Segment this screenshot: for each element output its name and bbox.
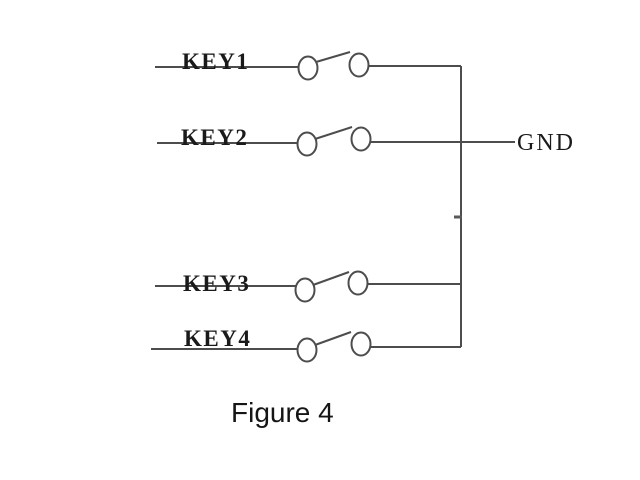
key1-row xyxy=(155,51,461,81)
key3-label: KEY3 xyxy=(183,271,251,296)
key4-label: KEY4 xyxy=(184,326,252,351)
key1-switch-contact-right xyxy=(348,52,370,78)
key1-switch xyxy=(297,51,370,81)
key4-switch-contact-left xyxy=(296,337,318,363)
key1-switch-contact-left xyxy=(297,55,319,81)
key1-label: KEY1 xyxy=(182,49,250,74)
key2-switch-contact-right xyxy=(350,126,372,152)
key4-row xyxy=(151,331,461,363)
key2-switch-lever xyxy=(314,126,353,140)
gnd-label: GND xyxy=(517,130,575,156)
key3-switch xyxy=(294,270,369,303)
key2-switch-contact-left xyxy=(296,131,318,157)
key2-row xyxy=(157,126,515,157)
key4-switch xyxy=(296,331,372,363)
figure-caption: Figure 4 xyxy=(231,397,334,428)
key2-switch xyxy=(296,126,372,157)
key3-switch-contact-left xyxy=(294,277,316,303)
key4-switch-lever xyxy=(314,331,352,346)
key3-row xyxy=(155,270,461,303)
key4-switch-contact-right xyxy=(350,331,372,357)
key3-switch-contact-right xyxy=(347,270,369,296)
key1-switch-lever xyxy=(315,51,351,63)
key2-label: KEY2 xyxy=(181,125,249,150)
key3-switch-lever xyxy=(312,271,350,286)
